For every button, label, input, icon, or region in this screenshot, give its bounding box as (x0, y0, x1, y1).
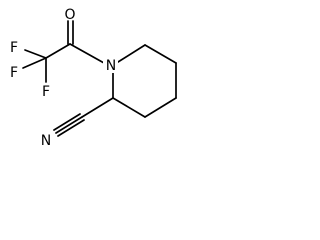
ring-nitrogen-atom-label: N (106, 58, 116, 74)
carbonyl-cf3-bond (45, 43, 71, 59)
atom-labels: O N F F F N (10, 7, 118, 149)
fluorine-atom-label-bottom: F (42, 84, 50, 100)
fluorine-atom-label-top: F (10, 40, 18, 56)
chemical-structure-diagram: O N F F F N (10, 7, 177, 149)
ring-bond-c3-c2 (112, 97, 146, 118)
nitrile-triple-bond-a (53, 113, 81, 131)
nitrile-nitrogen-atom-label: N (41, 133, 51, 149)
nitrile-triple-bond-c (57, 119, 85, 137)
ring-bond-n-c6 (117, 44, 146, 63)
ring-bond-c6-c5 (144, 44, 177, 64)
bonds (22, 20, 177, 137)
c2-nitrile-bond (81, 97, 114, 118)
cf3-fluorine-bond-left (22, 57, 47, 69)
nitrile-triple-bond-b (55, 116, 83, 134)
cf3-fluorine-bond-top (24, 49, 47, 59)
fluorine-atom-label-left: F (10, 65, 18, 81)
oxygen-atom-label: O (64, 7, 75, 23)
ring-bond-c4-c3 (144, 97, 177, 118)
carbonyl-nitrogen-bond (69, 43, 105, 64)
